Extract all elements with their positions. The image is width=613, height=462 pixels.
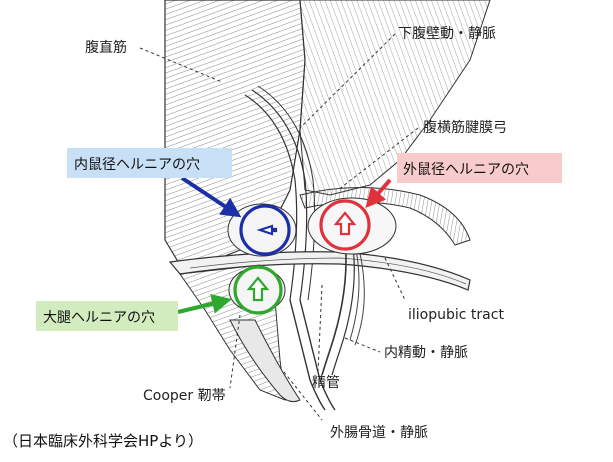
iliopubic-tract-band [168,251,471,291]
femoral-hernia-label: 大腿ヘルニアの穴 [43,310,155,326]
external-iliac-label: 外腸骨道・静脈 [330,425,428,441]
iliopubic-tract-label: iliopubic tract [408,307,504,323]
transversus-arch-label: 腹横筋腱膜弓 [423,119,507,136]
vas-deferens-label: 精管 [312,375,340,391]
femoral-hernia-box [36,301,178,331]
indirect-hernia-label: 外鼠径ヘルニアの穴 [403,162,529,178]
spermatic-vessels-label: 内精動・静脈 [384,345,468,361]
abdominal-wall [299,0,491,196]
direct-hernia-label: 内鼠径ヘルニアの穴 [74,157,200,173]
rectus-abdominis-label: 腹直筋 [85,39,127,56]
inferior-epigastric-label: 下腹壁動・静脈 [398,25,496,42]
spermatic-cord [321,239,365,376]
direct-hernia-box [67,148,232,178]
indirect-hernia-opening [307,197,397,255]
external-iliac-vessels [289,299,336,411]
indirect-hernia-arrow [365,178,392,209]
cooper-ligament-band [229,319,301,403]
source-caption: （日本臨床外科学会HPより） [3,432,203,450]
cooper-ligament-label: Cooper 靭帯 [143,388,226,404]
leader-lines [139,33,419,421]
femoral-hernia-opening [228,265,286,315]
femoral-hernia-arrow [177,294,232,314]
direct-hernia-opening [227,203,297,257]
indirect-hernia-box [397,153,562,183]
direct-hernia-arrow [180,176,242,218]
